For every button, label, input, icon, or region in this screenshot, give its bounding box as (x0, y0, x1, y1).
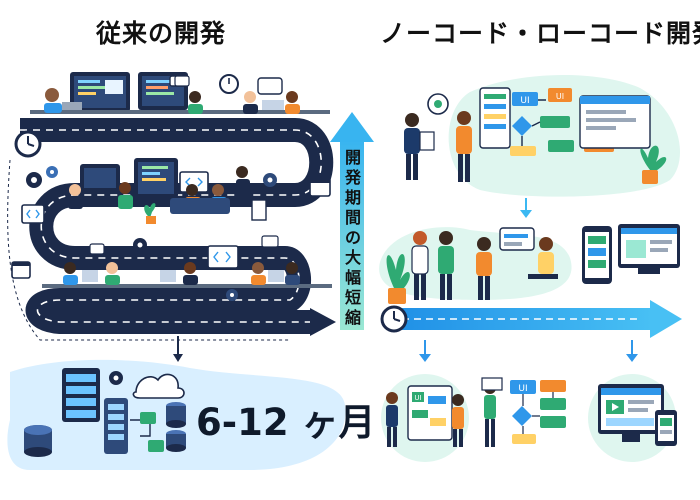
speedup-label: 開発期間の大幅短縮 (344, 148, 361, 327)
clock-icon (380, 305, 408, 333)
cloud-icon (132, 373, 185, 399)
plant-icon (144, 203, 156, 224)
traditional-title: 従来の開発 (96, 19, 227, 48)
calendar-icon (11, 261, 31, 279)
chat-bubble-icon (89, 75, 279, 255)
clock-icon (14, 130, 42, 158)
speedup-arrow (330, 112, 374, 330)
code-icon (21, 204, 45, 224)
gear-icon (109, 371, 123, 385)
device-mockups (582, 224, 680, 284)
screen-label: UI (520, 96, 529, 106)
dev-team-row-3 (42, 262, 332, 288)
plant-icon (640, 145, 667, 184)
flowchart-builder: UI UI (479, 87, 651, 156)
gear-icon (26, 166, 58, 188)
winding-road (20, 118, 336, 336)
finished-app-devices (598, 384, 677, 446)
fast-timeline-arrow (390, 300, 682, 338)
screen-label: UI (518, 384, 527, 394)
server-icon (62, 368, 100, 422)
database-icon (166, 402, 186, 452)
gear-icon (263, 173, 277, 187)
database-icon (24, 425, 52, 457)
server-icon (104, 398, 128, 454)
gear-icon (226, 289, 238, 301)
plant-icon (386, 253, 410, 304)
screen-label: UI (556, 92, 564, 101)
clock-icon (219, 74, 239, 94)
visual-workflow: UI (481, 377, 566, 447)
dev-team-row-1 (30, 72, 330, 114)
gear-icon (427, 93, 449, 115)
gear-icon (133, 238, 147, 252)
collaboration-team (411, 227, 558, 300)
code-icon (207, 245, 239, 269)
nocode-title: ノーコード・ローコード開発 (380, 19, 700, 48)
team-reviewing-app: UI (386, 385, 464, 447)
road-arrowhead (310, 308, 336, 336)
traditional-duration: 6-12 ヶ月 (196, 401, 376, 444)
planning-people (404, 111, 472, 182)
screen-label: UI (414, 394, 421, 402)
dev-team-row-2 (68, 158, 267, 221)
calendar-icon (309, 177, 331, 197)
